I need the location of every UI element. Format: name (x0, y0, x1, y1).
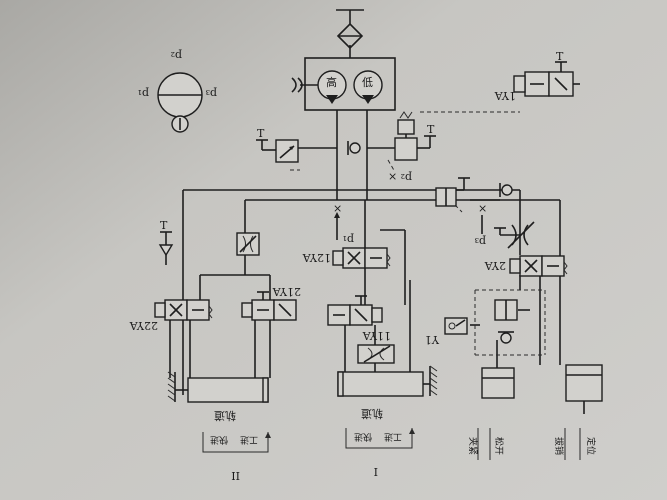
label-unit-II: II (231, 469, 240, 482)
clamp-cycle: 夹紧 松开 (467, 428, 505, 460)
tank-mark-unloading: T (427, 123, 435, 136)
feed-cycle-II: 快进 工进 II (202, 432, 271, 482)
label-22YA: 22YA (129, 319, 158, 332)
relief-valve-left (256, 139, 299, 163)
label-2YA: 2YA (484, 259, 506, 272)
check-valve-pump (347, 141, 361, 155)
label-p3: p₃ (475, 235, 486, 248)
filter-symbol (336, 9, 364, 50)
valve-22YA: 22YA (129, 299, 213, 332)
svg-text:×: × (333, 202, 342, 215)
valve-1YA: 1YA (494, 61, 580, 102)
locating-cylinder (565, 364, 603, 414)
throttle-valve-left (236, 232, 260, 256)
label-rail-I: 轨道 (361, 407, 383, 421)
check-valve-left (158, 231, 174, 265)
label-feed-I-work: 工进 (384, 431, 402, 442)
throttle-valve-right (494, 221, 535, 249)
sequence-valve-module (494, 299, 530, 344)
label-clamp: 夹紧 (467, 437, 479, 455)
label-p2: p₂ (401, 171, 412, 184)
tank-mark-left: T (160, 219, 168, 232)
pressure-switch-Y1: Y1 (425, 317, 468, 346)
label-Y1: Y1 (425, 333, 440, 346)
valve-12YA: 12YA (302, 247, 391, 269)
throttle-valve-middle (357, 344, 395, 364)
feed-cylinder-I (337, 365, 438, 397)
label-11YA: 11YA (362, 329, 391, 342)
label-pull-out: 拔销 (553, 437, 565, 455)
label-12YA: 12YA (302, 251, 331, 264)
feed-cylinder-II (167, 371, 269, 403)
valve-2YA: 2YA (484, 255, 568, 277)
unloading-valve (394, 111, 436, 161)
label-feed-I-fast: 快进 (354, 431, 372, 443)
test-point-p1: × p₁ (333, 202, 354, 246)
gauge-p3-label: p₃ (206, 87, 217, 100)
gauge-p2-label: p₂ (171, 49, 182, 62)
check-valve-right (499, 183, 513, 197)
label-unit-I: I (374, 465, 378, 478)
clamp-cylinder (481, 367, 515, 399)
tank-mark-relief: T (257, 127, 265, 140)
label-1YA: 1YA (494, 89, 516, 102)
feed-cycle-I: 快进 工进 I (345, 428, 415, 478)
label-feed-II-work: 工进 (240, 434, 258, 445)
pump-low-label: 低 (362, 76, 373, 89)
label-21YA: 21YA (272, 285, 301, 298)
valve-11YA: 11YA (327, 295, 391, 342)
reducing-valve (435, 177, 470, 207)
gauge-p1-label: p₁ (138, 87, 149, 100)
valve-21YA: 21YA (241, 285, 301, 321)
double-pump: 高 低 (291, 70, 383, 104)
label-p1: p₁ (343, 233, 354, 246)
label-loosen: 松开 (493, 437, 505, 455)
locate-cycle: 拔销 定位 (553, 428, 597, 460)
tank-mark-1YA: T (556, 50, 564, 63)
pressure-gauge-selector: p₂ p₁ p₃ (138, 49, 217, 133)
label-rail-II: 轨道 (214, 409, 236, 423)
svg-text:×: × (388, 170, 397, 183)
label-feed-II-fast: 快进 (210, 434, 228, 446)
test-point-p3: × p₃ (475, 202, 488, 248)
pump-high-label: 高 (326, 75, 337, 89)
test-point-p2: × p₂ (388, 170, 412, 184)
svg-text:×: × (478, 202, 487, 215)
label-position: 定位 (585, 437, 597, 455)
